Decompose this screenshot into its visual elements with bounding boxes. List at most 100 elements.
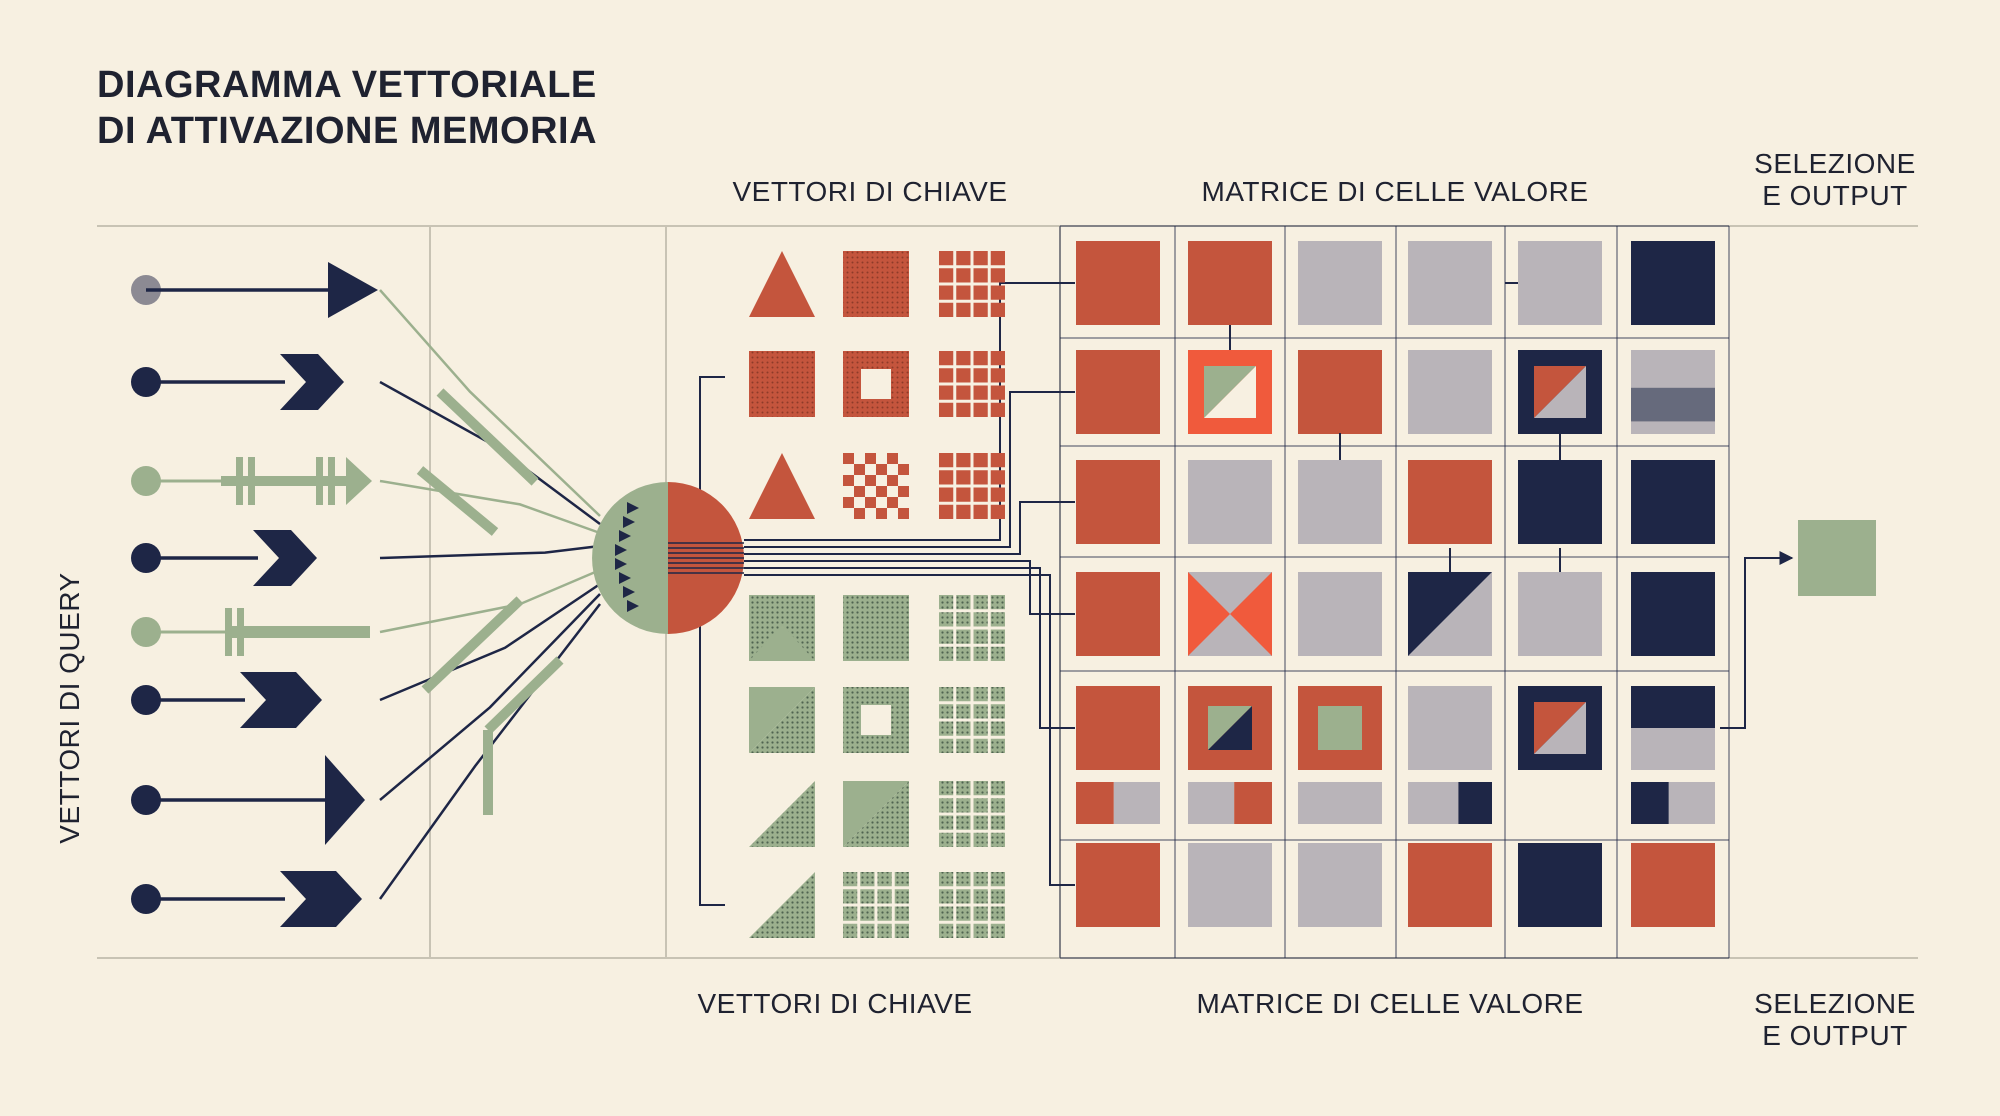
hub-matrix-line-4	[744, 567, 1075, 729]
arrowhead-chevron	[276, 672, 322, 728]
value-cell	[1076, 572, 1160, 656]
value-cell	[1518, 843, 1602, 927]
key-grid-cell	[973, 368, 988, 383]
key-grid-cell	[843, 872, 858, 887]
key-grid-cell	[939, 487, 954, 502]
arrowhead-chevron	[280, 871, 326, 927]
hub-matrix-line-5	[744, 574, 1075, 886]
key-grid-cell	[939, 798, 954, 813]
value-cell	[1631, 572, 1715, 656]
key-grid-cell	[973, 453, 988, 468]
key-grid-cell	[939, 872, 954, 887]
key-checker-cell	[854, 508, 865, 519]
value-cell-sub	[1631, 782, 1669, 824]
activation-hub	[592, 482, 744, 634]
key-grid-cell	[990, 368, 1005, 383]
hub-input-arrow	[627, 600, 639, 612]
key-grid-cell	[860, 872, 875, 887]
key-checker-cell	[876, 486, 887, 497]
value-cell-band	[1631, 387, 1715, 422]
query-connector-2	[379, 479, 601, 535]
key-grid-cell	[973, 872, 988, 887]
sage-bar-2	[421, 596, 524, 694]
key-grid-cell	[990, 251, 1005, 266]
key-checker-cell	[887, 475, 898, 486]
key-square-hole	[861, 369, 891, 399]
key-grid-cell	[939, 470, 954, 485]
value-cell	[1408, 686, 1492, 770]
key-grid-cell	[990, 629, 1005, 644]
query-connector-5	[379, 582, 601, 702]
feather-bar	[316, 457, 323, 505]
key-grid-cell	[939, 402, 954, 417]
key-grid-cell	[990, 268, 1005, 283]
key-grid-cell	[894, 889, 909, 904]
key-checker-cell	[843, 453, 854, 464]
value-cell-inner	[1204, 366, 1256, 418]
value-cell	[1631, 460, 1715, 544]
value-cell-inner	[1188, 572, 1230, 656]
key-vector-row-7	[749, 872, 1005, 938]
value-cell-sub	[1076, 782, 1114, 824]
key-grid-cell	[973, 889, 988, 904]
key-grid-cell	[990, 687, 1005, 702]
key-bracket-top	[693, 376, 725, 527]
value-row-4	[1076, 572, 1715, 656]
arrowhead-chevron	[298, 871, 344, 927]
key-grid-cell	[956, 923, 971, 938]
value-cell-sub	[1113, 782, 1160, 824]
key-grid-cell	[990, 487, 1005, 502]
key-grid-cell	[973, 906, 988, 921]
value-cell	[1518, 460, 1602, 544]
value-cell	[1631, 843, 1715, 927]
arrowhead-chevron	[298, 354, 344, 410]
key-grid-cell	[973, 487, 988, 502]
feather-bar	[236, 457, 243, 505]
key-grid-cell	[956, 351, 971, 366]
key-grid-cell	[939, 302, 954, 317]
key-grid-cell	[990, 385, 1005, 400]
key-grid-cell	[894, 872, 909, 887]
query-connector-3	[379, 544, 601, 560]
value-cell	[1298, 350, 1382, 434]
key-grid-cell	[973, 646, 988, 661]
key-grid-cell	[956, 872, 971, 887]
key-grid-cell	[956, 595, 971, 610]
key-grid-cell	[877, 906, 892, 921]
hub-input-arrow	[623, 516, 635, 528]
arrowhead-triangle	[328, 262, 378, 318]
value-cell	[1298, 843, 1382, 927]
key-grid-cell	[990, 504, 1005, 519]
key-grid-cell	[973, 268, 988, 283]
value-cell	[1408, 350, 1492, 434]
key-grid-cell	[877, 889, 892, 904]
key-triangle	[749, 251, 815, 317]
key-grid-cell	[956, 251, 971, 266]
value-cell	[1518, 241, 1602, 325]
key-checker-cell	[854, 486, 865, 497]
key-grid-cell	[956, 646, 971, 661]
key-grid-cell	[973, 385, 988, 400]
key-grid-cell	[973, 595, 988, 610]
value-cell	[1076, 241, 1160, 325]
key-grid-cell	[990, 832, 1005, 847]
key-grid-cell	[990, 906, 1005, 921]
key-square-hole	[861, 705, 891, 735]
arrowhead-chevron	[280, 354, 326, 410]
header-selection-output-top: SELEZIONE E OUTPUT	[1740, 148, 1930, 212]
key-vector-row-6	[749, 781, 1005, 847]
key-grid-cell	[973, 285, 988, 300]
key-checker-cell	[898, 486, 909, 497]
key-grid-cell	[956, 906, 971, 921]
query-vector-8	[131, 871, 362, 927]
value-cell	[1076, 686, 1160, 770]
key-grid-cell	[939, 721, 954, 736]
key-split-b	[843, 781, 909, 847]
key-grid-cell	[973, 832, 988, 847]
key-grid-cell	[939, 906, 954, 921]
value-cell	[1298, 460, 1382, 544]
key-checker-cell	[854, 464, 865, 475]
key-grid-cell	[990, 612, 1005, 627]
value-row-1	[1076, 241, 1715, 325]
